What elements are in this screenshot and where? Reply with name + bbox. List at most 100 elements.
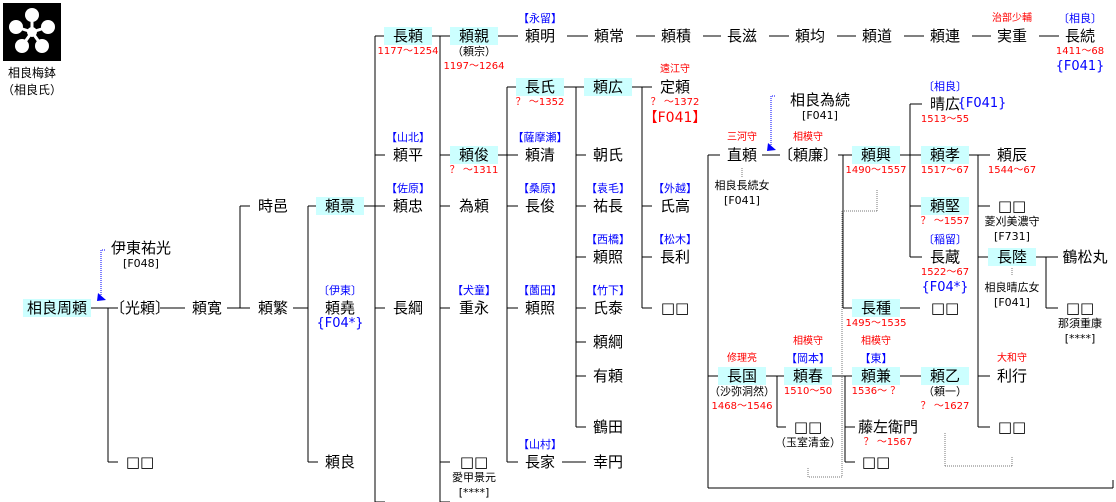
- person-clan: 【佐原】: [386, 182, 430, 195]
- person-name: 長氏: [516, 78, 564, 96]
- person-date: 1536～ ？: [851, 386, 901, 397]
- person-date: 1522～67: [920, 267, 970, 278]
- person-name: 頼辰: [996, 146, 1028, 164]
- side-ref: {F041}: [957, 96, 1007, 111]
- person-date: 1517～67: [920, 165, 970, 176]
- person-name: 長俊: [524, 197, 556, 215]
- person-name: 長綱: [392, 299, 424, 317]
- person-note: （頼宗）: [452, 45, 496, 58]
- crest-umebachi-icon: [3, 3, 61, 61]
- person-name: 長滋: [726, 27, 758, 45]
- person-note: 那須重康: [1058, 317, 1102, 330]
- person-clan: 【外越】: [653, 182, 697, 195]
- person-name: 長陸: [988, 248, 1036, 266]
- person-name: 頼広: [584, 78, 632, 96]
- person-name: 長続: [1064, 27, 1096, 45]
- person-name: 実重: [996, 27, 1028, 45]
- person-name: 鶴松丸: [1062, 248, 1108, 266]
- person-note: [F731]: [994, 230, 1030, 243]
- person-name: 頼孝: [921, 146, 969, 164]
- person-name: 時邑: [257, 197, 289, 215]
- person-name: 相良周頼: [22, 299, 92, 317]
- person-name: 頼常: [593, 27, 625, 45]
- person-clan: 【山村】: [518, 438, 562, 451]
- person-clan: 【山北】: [386, 131, 430, 144]
- person-title: 大和守: [997, 353, 1027, 364]
- person-clan: 〔伊東〕: [318, 284, 362, 297]
- person-date: ？ ～1311: [449, 165, 499, 176]
- person-title: 相模守: [793, 132, 823, 143]
- person-name: 頼寛: [191, 299, 223, 317]
- person-name: 〔頼廉〕: [777, 146, 839, 164]
- person-date: 1513～55: [920, 114, 970, 125]
- person-name: 頼兼: [852, 367, 900, 385]
- person-name: 頼平: [392, 146, 424, 164]
- crest-name: 相良梅鉢: [7, 66, 57, 80]
- person-clan: 【袁毛】: [586, 182, 630, 195]
- person-name: 氏泰: [592, 299, 624, 317]
- person-clan: 【犬童】: [452, 284, 496, 297]
- person-name: 利行: [996, 367, 1028, 385]
- person-title: 治部少輔: [992, 13, 1032, 24]
- person-note: （頼一）: [923, 385, 967, 398]
- person-name: □□: [1065, 299, 1095, 317]
- person-note: （玉室清金）: [775, 436, 841, 449]
- person-clan: 【岡本】: [786, 352, 830, 365]
- person-name: 頼綱: [592, 333, 624, 351]
- person-refblue: {F041}: [1055, 59, 1105, 74]
- person-name: 頼興: [852, 146, 900, 164]
- person-date: ？ ～1372: [650, 97, 700, 108]
- person-clan: 【竹下】: [586, 284, 630, 297]
- person-name: □□: [793, 418, 823, 436]
- person-name: 頼照: [592, 248, 624, 266]
- person-name: □□: [997, 197, 1027, 215]
- person-name: 頼良: [324, 453, 356, 471]
- person-note: [F041]: [802, 109, 838, 122]
- person-name: 頼繁: [257, 299, 289, 317]
- person-name: 朝氏: [592, 146, 624, 164]
- person-title: 遠江守: [660, 64, 690, 75]
- person-refbig: 【F041】: [643, 110, 707, 126]
- person-clan: 【永留】: [518, 12, 562, 25]
- arrow-icon: [97, 293, 106, 301]
- person-name: 頼均: [794, 27, 826, 45]
- person-name: 頼春: [784, 367, 832, 385]
- person-name: 藤左衛門: [857, 418, 919, 436]
- person-name: 鶴田: [592, 418, 624, 436]
- person-note: [F041]: [994, 296, 1030, 309]
- person-title: 相模守: [793, 336, 823, 347]
- person-name: 幸円: [592, 453, 624, 471]
- person-clan: 【東】: [859, 352, 893, 365]
- person-name: 頼照: [524, 299, 556, 317]
- person-name: □□: [660, 299, 690, 317]
- person-clan: 【桑原】: [518, 182, 562, 195]
- person-name: 長頼: [384, 27, 432, 45]
- person-name: 長家: [524, 453, 556, 471]
- person-date: 1510～50: [783, 386, 833, 397]
- person-name: □□: [125, 453, 155, 471]
- person-name: 頼積: [660, 27, 692, 45]
- person-clan: 〔相良〕: [1058, 12, 1102, 25]
- person-name: 〔光頼〕: [109, 299, 171, 317]
- person-refblue: {F04*}: [921, 280, 969, 295]
- person-date: ？ ～1567: [863, 437, 913, 448]
- person-clan: 〔稲留〕: [923, 233, 967, 246]
- person-clan: 【西橋】: [586, 233, 630, 246]
- person-name: 長利: [659, 248, 691, 266]
- person-name: 晴広: [929, 95, 961, 113]
- person-name: 頼道: [861, 27, 893, 45]
- person-note: 相良晴広女: [984, 281, 1040, 294]
- person-name: 頼明: [524, 27, 556, 45]
- person-name: 為頼: [458, 197, 490, 215]
- person-title: 三河守: [727, 132, 757, 143]
- person-note: 菱刈美濃守: [984, 215, 1040, 228]
- person-date: ？ ～1627: [920, 401, 970, 412]
- person-note: [F048]: [123, 257, 159, 270]
- person-name: 頼清: [524, 146, 556, 164]
- person-name: 頼親: [450, 27, 498, 45]
- person-name: 定頼: [659, 78, 691, 96]
- person-name: 氏高: [659, 197, 691, 215]
- person-name: 長国: [718, 367, 766, 385]
